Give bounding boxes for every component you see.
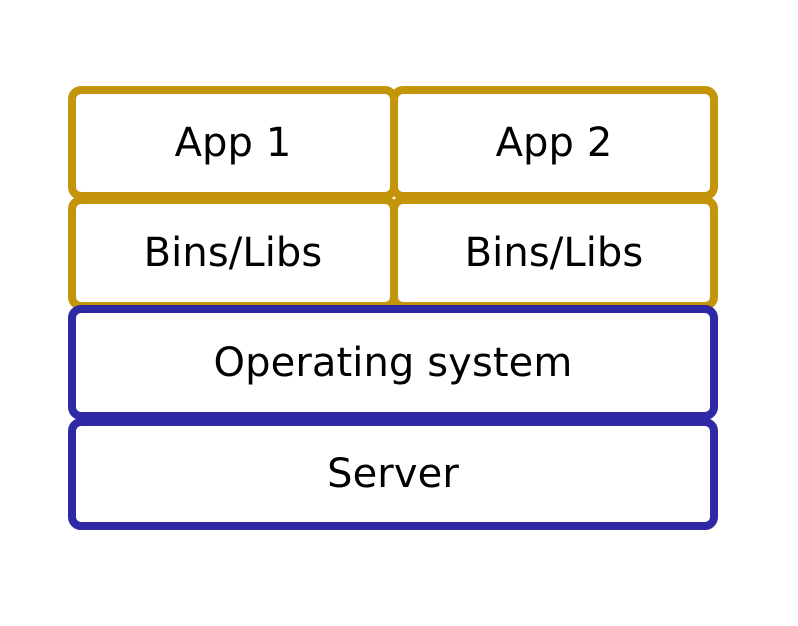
node-app-2[interactable]: App 2 (390, 86, 718, 200)
node-app-1-label: App 1 (174, 120, 292, 166)
node-binslibs-1[interactable]: Bins/Libs (68, 196, 398, 310)
node-app-1[interactable]: App 1 (68, 86, 398, 200)
node-operating-system-label: Operating system (213, 339, 573, 386)
node-operating-system[interactable]: Operating system (68, 305, 718, 420)
node-server-label: Server (327, 451, 459, 497)
node-binslibs-2[interactable]: Bins/Libs (390, 196, 718, 310)
node-binslibs-2-label: Bins/Libs (464, 230, 644, 276)
node-server[interactable]: Server (68, 418, 718, 530)
node-app-2-label: App 2 (495, 120, 613, 166)
node-binslibs-1-label: Bins/Libs (143, 230, 323, 276)
